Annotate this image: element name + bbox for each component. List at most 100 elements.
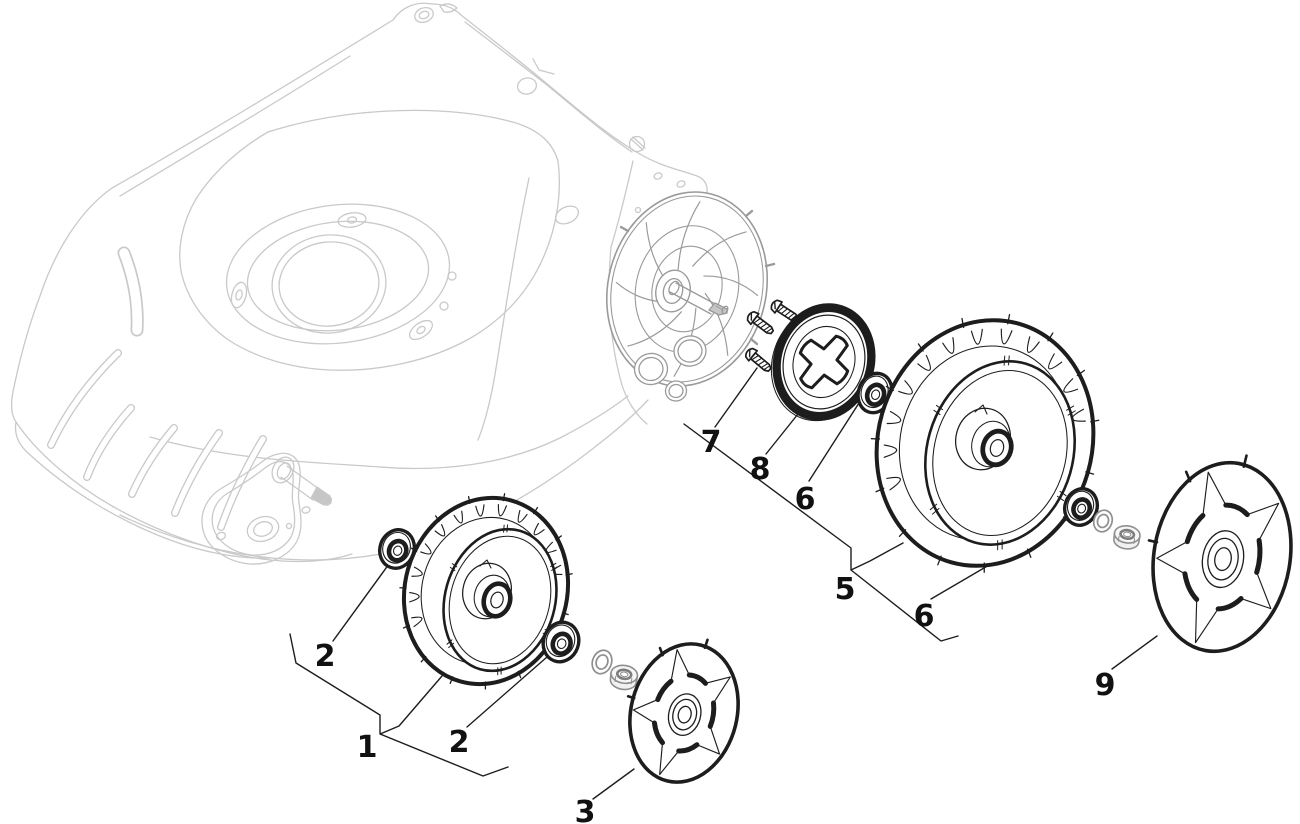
deck-hole-small-2 — [676, 180, 686, 188]
deck-skirt-sweep-upper — [149, 395, 629, 470]
callout-8: 8 — [750, 452, 771, 487]
housing-holes — [633, 335, 707, 402]
leader-bracket-1 — [289, 633, 509, 777]
ring-tab-bottom-hole — [416, 325, 426, 335]
drive-axle — [668, 280, 729, 316]
rib-fill — [48, 350, 121, 448]
leader-7 — [714, 367, 758, 428]
housing-spoke — [692, 294, 741, 356]
front-hub-bore-inner — [490, 591, 504, 609]
axle-boss-inner — [276, 462, 292, 480]
stub-axle-tip — [310, 486, 332, 506]
deck-panel-edge — [610, 160, 634, 248]
housing-web-ring-1 — [643, 239, 731, 340]
leader-2-outer — [466, 656, 548, 728]
ring-tab-bottom — [408, 319, 434, 341]
leader-3 — [592, 768, 635, 800]
housing-hub-inner — [662, 278, 684, 304]
leader-9 — [1111, 635, 1158, 670]
bracket-hole-small-3 — [285, 522, 293, 530]
callout-6-outer: 6 — [914, 599, 935, 634]
housing-rim-tabs — [619, 209, 776, 346]
drive-axle-tip-shading — [715, 305, 724, 311]
callout-6-inner: 6 — [795, 482, 816, 517]
bracket-hole-small-1 — [215, 531, 227, 541]
deck-skirt-lip — [14, 421, 271, 559]
leader-2-inner — [332, 563, 390, 642]
ring-hole-right-2 — [439, 301, 449, 311]
callout-5: 5 — [835, 572, 856, 607]
bracket-hole — [246, 515, 280, 543]
gear-root-circle — [771, 304, 877, 419]
callout-9: 9 — [1095, 668, 1116, 703]
housing-hole-inner — [668, 383, 684, 399]
deck-slot-fill — [119, 248, 143, 335]
drive-axle-end — [721, 305, 729, 315]
deck-hole-small-1 — [653, 172, 663, 180]
housing-tab — [619, 225, 630, 233]
axle-boss — [271, 456, 295, 484]
bracket-plate-inner — [211, 460, 296, 556]
blade-ring-hole-inner — [278, 241, 380, 327]
front-hub-tab — [479, 559, 492, 569]
callout-2-outer: 2 — [449, 725, 470, 760]
housing-spoke — [702, 273, 759, 295]
callout-3: 3 — [575, 795, 596, 824]
deck-panel-sweep — [477, 177, 530, 441]
bracket-plate — [201, 452, 302, 565]
stub-axle-shaft — [280, 465, 320, 501]
deck-hole-mid — [554, 205, 580, 225]
housing-tab — [749, 337, 759, 346]
gear-cross-bore — [785, 323, 862, 401]
rear-wheel-hub — [955, 404, 1014, 471]
leader-6-inner — [808, 402, 860, 482]
drive-axle-shaft — [669, 282, 718, 315]
rear-hub-bore-inner — [989, 439, 1005, 457]
deck-hole-upper — [516, 77, 538, 95]
blade-ring-mid — [246, 220, 430, 332]
front-wheel-rim-disc — [425, 513, 575, 685]
housing-spoke — [676, 200, 700, 271]
rear-hub-tab — [974, 404, 988, 415]
callout-1: 1 — [357, 730, 378, 765]
callout-labels: 1 2 2 3 5 6 6 7 8 9 — [315, 425, 1116, 824]
leader-bracket-5 — [683, 423, 959, 642]
bracket-hole-small-2 — [301, 506, 311, 514]
ring-tab-top-hole — [346, 216, 358, 224]
blade-ring-hole — [271, 234, 387, 334]
deck-inner-line-left — [119, 55, 351, 197]
callout-2-inner: 2 — [315, 639, 336, 674]
rear-rim-inner — [914, 354, 1086, 551]
deck-inner-line-right — [464, 21, 633, 153]
housing-hole-inner — [677, 339, 703, 363]
housing-tab — [744, 209, 754, 218]
housing-hole-inner — [638, 356, 664, 382]
leader-8 — [765, 408, 803, 455]
housing-tab — [764, 262, 776, 268]
blade-ring-outer — [225, 203, 451, 345]
housing-spoke — [628, 301, 681, 356]
rib-fill — [218, 436, 266, 530]
rib-fill — [84, 405, 134, 480]
deck-apex-oval — [414, 7, 434, 23]
exploded-parts — [374, 288, 1300, 824]
callout-7: 7 — [701, 425, 722, 460]
ring-tab-left — [230, 281, 248, 309]
deck-ribs — [47, 246, 267, 531]
front-rim-inner — [435, 524, 566, 676]
front-hub-bore — [481, 581, 513, 619]
housing-web-ring-2 — [622, 215, 752, 364]
gear-face-ring — [784, 318, 864, 405]
bracket-hole-inner — [253, 521, 273, 537]
housing-hub — [655, 269, 691, 313]
stub-axle-end — [323, 496, 333, 506]
drive-axle-collar — [668, 280, 680, 296]
wheel-bracket — [201, 452, 333, 565]
deck-apex-notch — [439, 3, 458, 13]
housing-spoke — [693, 221, 746, 276]
housing-web — [598, 187, 776, 391]
wheel-housing — [587, 175, 788, 403]
deck-inner-bowl — [179, 109, 560, 371]
rib-fill — [172, 430, 222, 516]
